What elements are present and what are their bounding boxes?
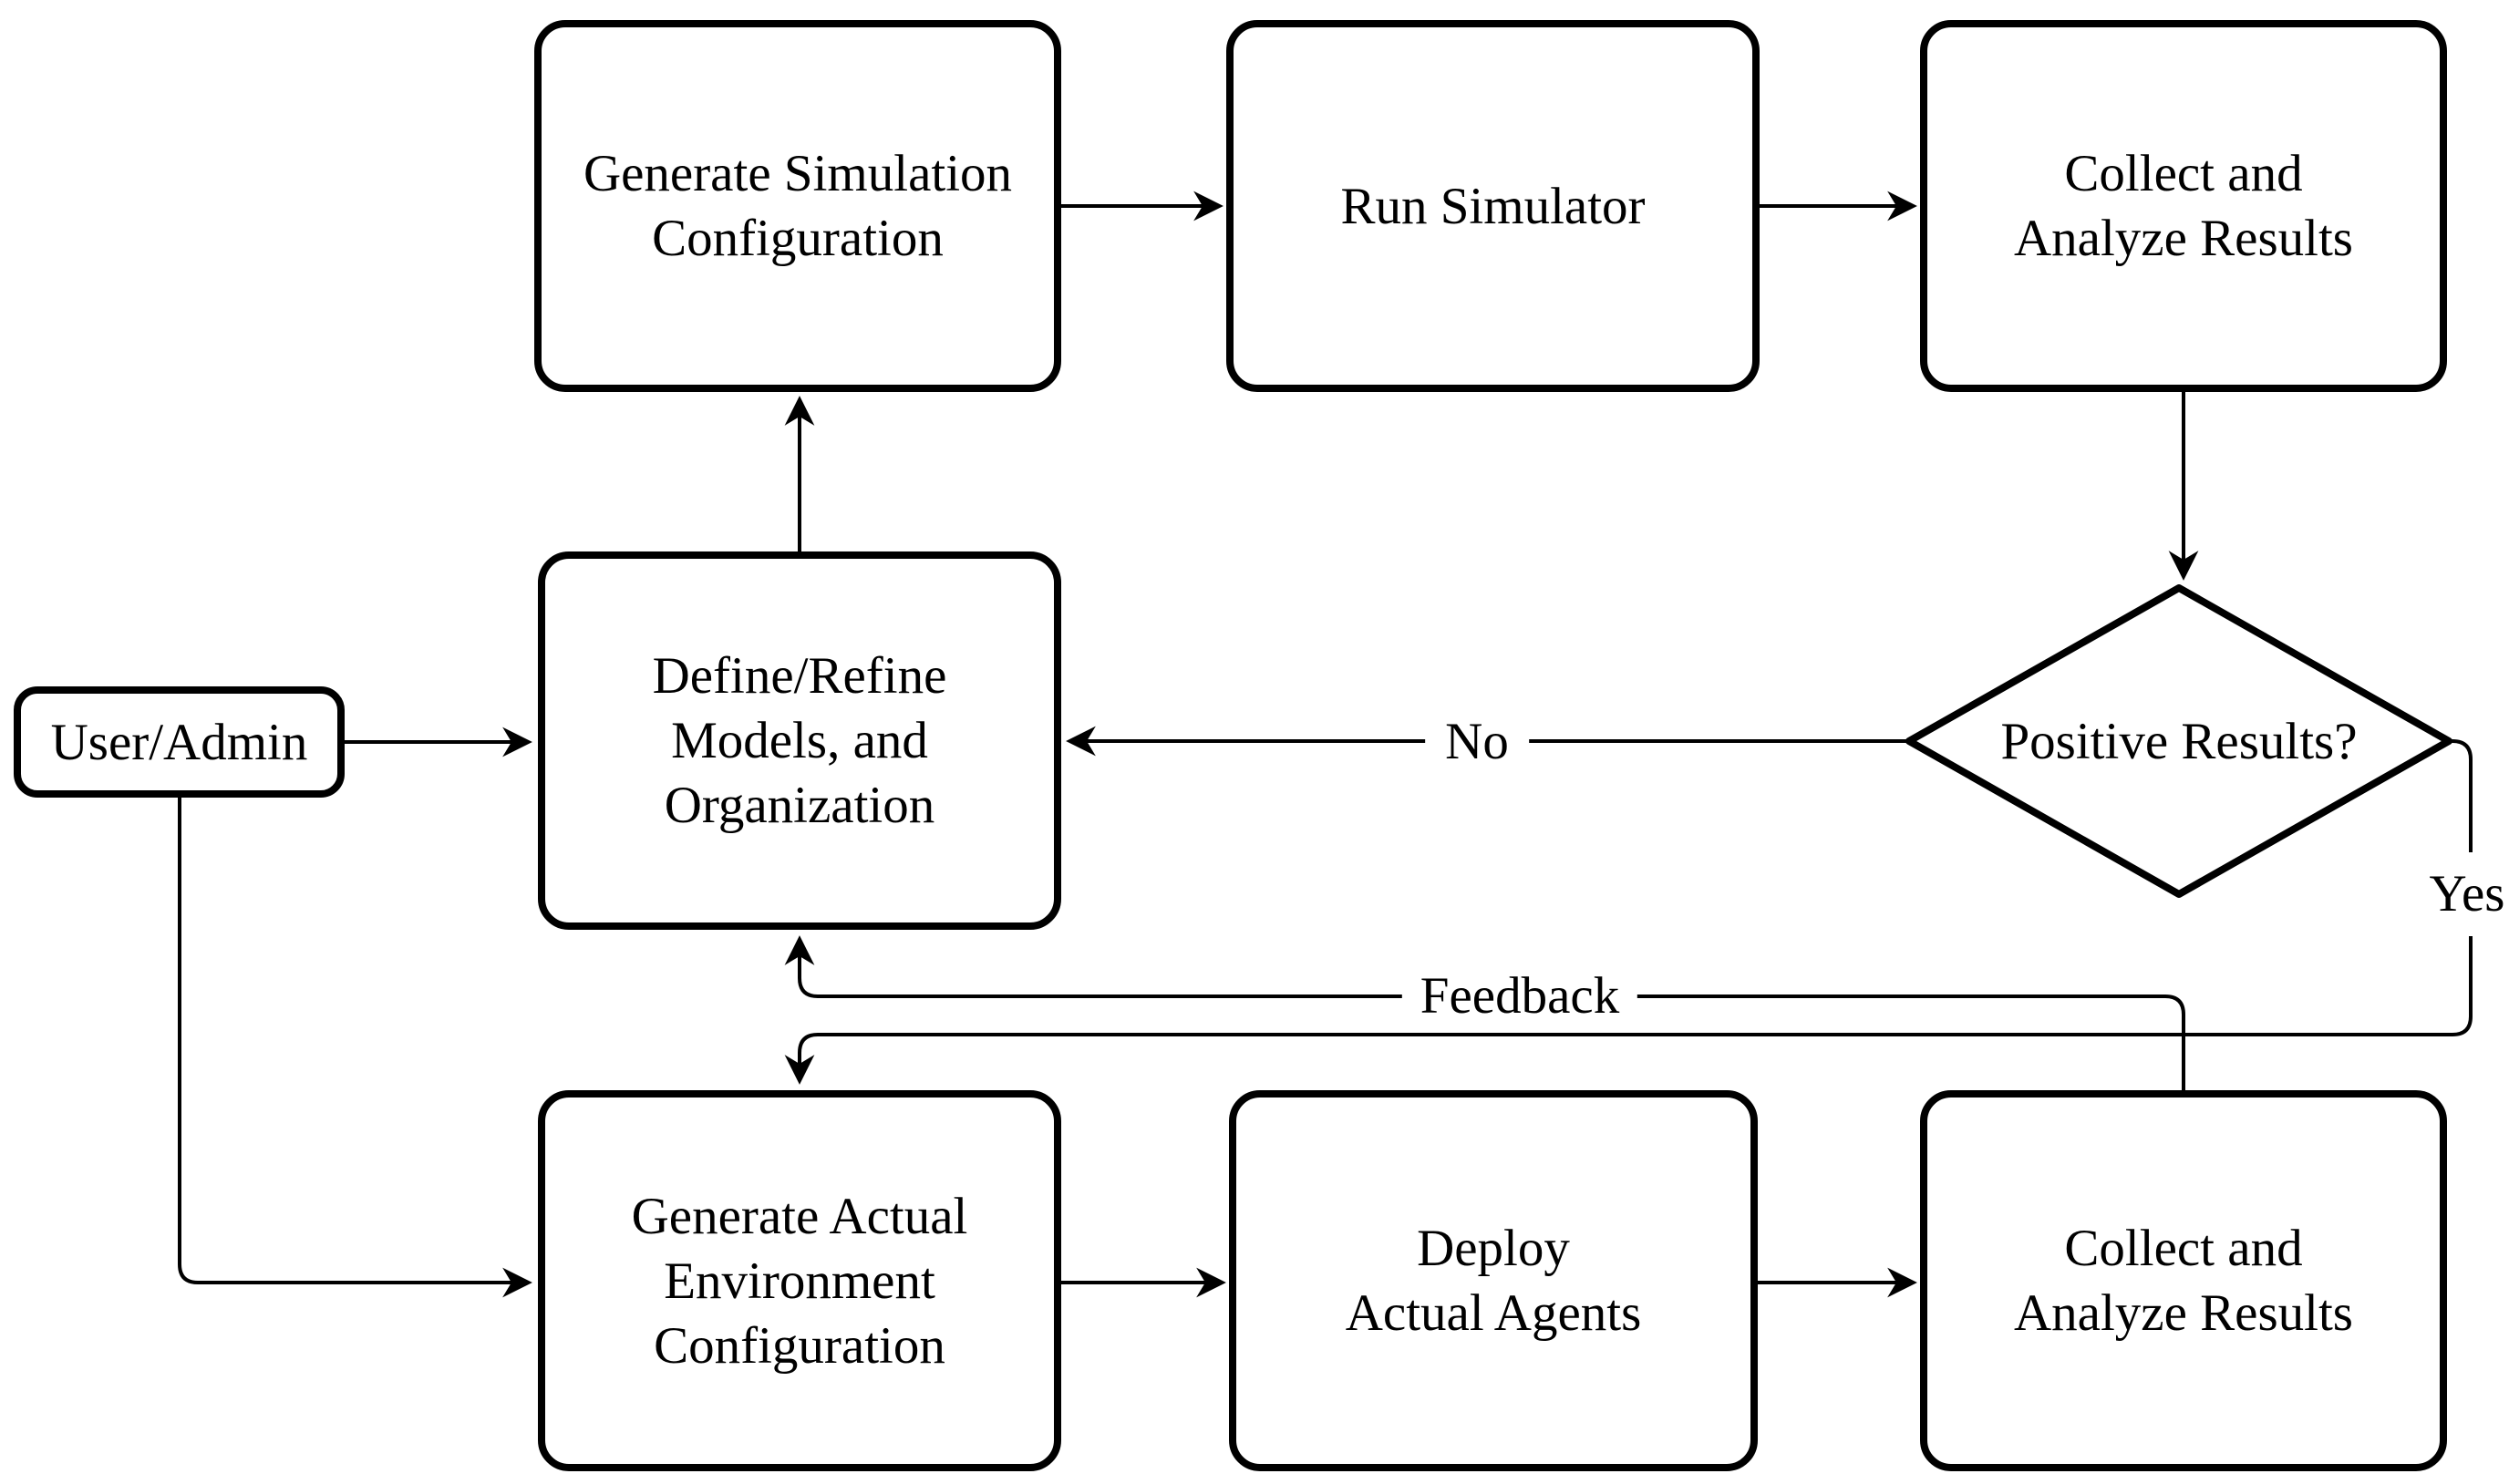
edge-positive-results-yes-to-generate-actual: [784, 739, 2473, 1085]
node-user-admin: User/Admin: [14, 686, 345, 798]
node-generate-simulation-configuration: Generate Simulation Configuration: [534, 20, 1061, 392]
node-deploy-actual-agents: Deploy Actual Agents: [1229, 1090, 1758, 1471]
node-collect-analyze-results-actual: Collect and Analyze Results: [1920, 1090, 2447, 1471]
node-positive-results-label: Positive Results?: [2000, 712, 2358, 770]
node-run-simulator: Run Simulator: [1226, 20, 1760, 392]
node-generate-actual-environment-configuration: Generate Actual Environment Configuratio…: [538, 1090, 1061, 1471]
decision-diamond-shape: [1905, 584, 2452, 898]
edge-user-admin-to-generate-actual: [178, 798, 532, 1298]
edge-label-no: No: [1425, 713, 1529, 771]
node-define-refine-models-organization: Define/Refine Models, and Organization: [538, 551, 1061, 930]
node-collect-analyze-results-simulation: Collect and Analyze Results: [1920, 20, 2447, 392]
edge-label-feedback: Feedback: [1401, 967, 1638, 1025]
edge-label-yes: Yes: [2427, 852, 2507, 936]
